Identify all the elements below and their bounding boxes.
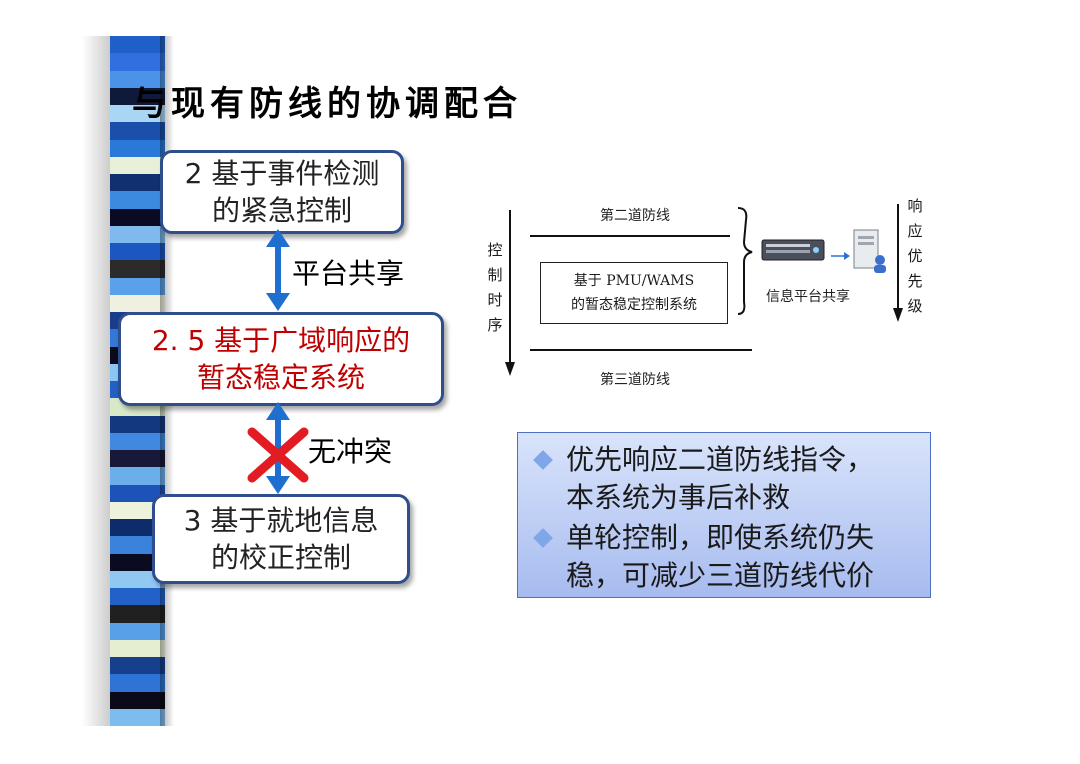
event-box-line2: 的紧急控制 (211, 194, 352, 227)
wide-box-line2: 暂态稳定系统 (196, 361, 365, 394)
local-box-line2: 的校正控制 (210, 541, 351, 574)
stripe-segment (110, 605, 165, 623)
stripe-segment (110, 674, 165, 692)
stripe-segment (110, 553, 165, 571)
stripe-segment (110, 225, 165, 243)
wide-box-line1-wrap: 2. 5 基于广域响应的 (152, 322, 410, 359)
stripe-segment (110, 53, 165, 71)
priority-char-4: 先 (907, 272, 923, 290)
bullet-item: 单轮控制，即使系统仍失 稳，可减少三道防线代价 (532, 519, 920, 595)
stripe-segment (110, 139, 165, 157)
control-timing-char-2: 制 (487, 266, 503, 284)
stripe-segment (110, 105, 165, 123)
control-timing-vertical-label: 控 制 时 序 (486, 238, 504, 338)
info-platform-share-label: 信息平台共享 (766, 289, 850, 305)
stripe-segment (110, 639, 165, 657)
stripe-segment (110, 484, 165, 502)
stripe-segment (110, 243, 165, 261)
wide-box-number: 2. 5 (151, 324, 206, 357)
stripe-segment (110, 536, 165, 554)
no-conflict-double-arrow (266, 402, 290, 494)
bullet-item: 优先响应二道防线指令， 本系统为事后补救 (532, 441, 920, 517)
stripe-segment (110, 208, 165, 226)
priority-char-1: 响 (907, 197, 923, 215)
stripe-segment (110, 588, 165, 606)
bullet-1-line2: 本系统为事后补救 (566, 481, 791, 514)
pmu-wams-line1: 基于 PMU/WAMS (573, 273, 695, 289)
bullet-text: 优先响应二道防线指令， 本系统为事后补救 (566, 441, 874, 517)
local-information-box: 3 基于就地信息 的校正控制 (152, 494, 410, 584)
stripe-segment (110, 432, 165, 450)
control-timing-char-3: 时 (487, 291, 503, 309)
slide-bar-shadow (82, 36, 112, 726)
event-detection-box: 2 基于事件检测 的紧急控制 (160, 150, 404, 234)
stripe-segment (110, 191, 165, 209)
no-conflict-label: 无冲突 (308, 435, 393, 468)
diamond-bullet-icon (533, 450, 553, 470)
stripe-segment (110, 467, 165, 485)
stripe-segment (110, 87, 165, 105)
defense-diagram-lines (505, 204, 903, 376)
stripe-segment (110, 415, 165, 433)
stripe-segment (110, 260, 165, 278)
diamond-bullet-icon (533, 528, 553, 548)
server-rack-icon (761, 239, 825, 261)
stripe-segment (110, 294, 165, 312)
bullet-text: 单轮控制，即使系统仍失 稳，可减少三道防线代价 (566, 519, 874, 595)
summary-bullet-box: 优先响应二道防线指令， 本系统为事后补救 单轮控制，即使系统仍失 稳，可减少三道… (517, 432, 931, 598)
stripe-segment (110, 657, 165, 675)
stripe-segment (110, 450, 165, 468)
response-priority-vertical-label: 响 应 优 先 级 (906, 194, 924, 319)
control-timing-char-4: 序 (487, 316, 503, 334)
bullet-2-line1: 单轮控制，即使系统仍失 (566, 521, 875, 554)
priority-char-5: 级 (907, 297, 923, 315)
second-defense-line-label: 第二道防线 (600, 208, 670, 224)
third-defense-line-label: 第三道防线 (600, 372, 670, 388)
priority-char-2: 应 (907, 222, 923, 240)
stripe-segment (110, 277, 165, 295)
wide-area-response-box: 2. 5 基于广域响应的 暂态稳定系统 (118, 312, 444, 406)
stripe-segment (110, 570, 165, 588)
cross-mark-icon (247, 427, 309, 483)
slide-title: 与现有防线的协调配合 (132, 84, 522, 124)
stripe-segment (110, 519, 165, 537)
platform-share-label: 平台共享 (292, 257, 405, 290)
pmu-wams-system-box: 基于 PMU/WAMS 的暂态稳定控制系统 (540, 262, 728, 324)
bullet-1-line1: 优先响应二道防线指令， (566, 443, 875, 476)
platform-share-double-arrow (266, 229, 290, 311)
stripe-segment (110, 36, 165, 54)
computer-user-icon (853, 229, 886, 273)
local-box-line1: 3 基于就地信息 (183, 504, 379, 537)
stripe-segment (110, 122, 165, 140)
priority-char-3: 优 (907, 247, 923, 265)
stripe-segment (110, 691, 165, 709)
control-timing-char-1: 控 (487, 241, 503, 259)
stripe-segment (110, 501, 165, 519)
event-box-line1: 2 基于事件检测 (184, 157, 380, 190)
decorative-stripe-bar (110, 36, 165, 726)
pmu-wams-line2: 的暂态稳定控制系统 (571, 297, 697, 313)
stripe-segment (110, 156, 165, 174)
stripe-segment (110, 174, 165, 192)
bullet-2-line2: 稳，可减少三道防线代价 (566, 559, 875, 592)
stripe-segment (110, 708, 165, 726)
stripe-segment (110, 622, 165, 640)
wide-box-line1: 基于广域响应的 (205, 324, 411, 357)
stripe-segment (110, 70, 165, 88)
